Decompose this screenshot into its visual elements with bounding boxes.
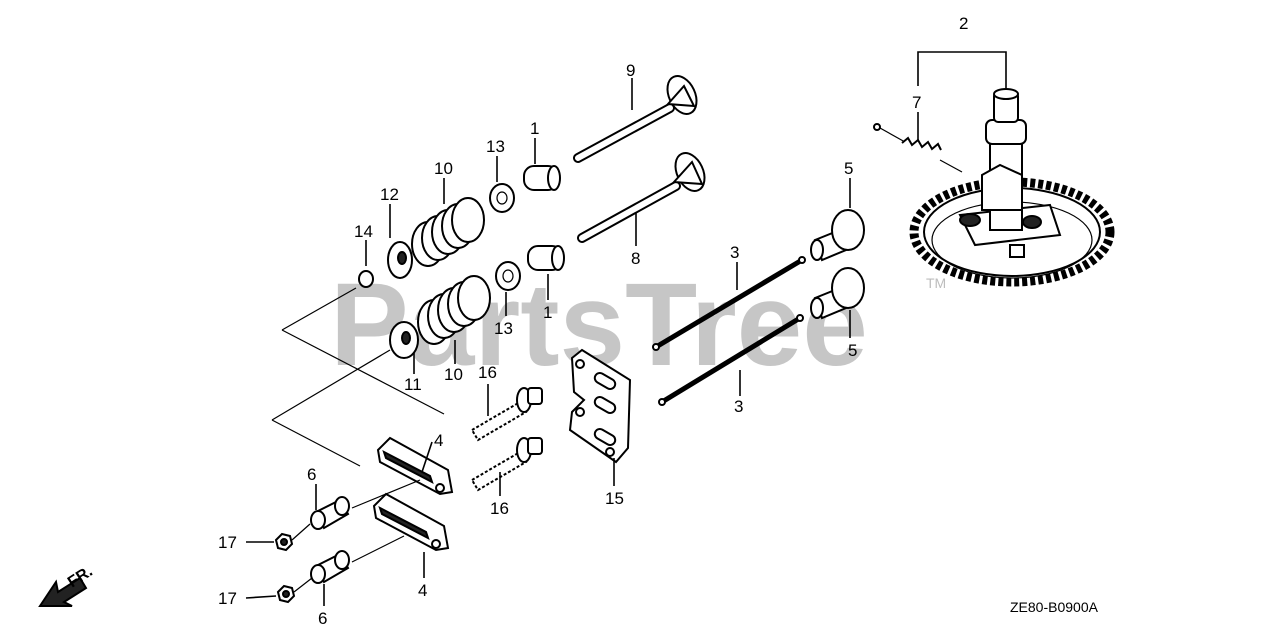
tappet-upper[interactable] [810,209,865,262]
callout-5-lower[interactable]: 5 [848,341,857,360]
pivot-nut-upper[interactable] [274,532,294,552]
leader-4a [421,441,433,473]
callout-5-upper[interactable]: 5 [844,159,853,178]
rocker-plate[interactable] [568,348,632,464]
guide-line-lower [351,535,405,563]
callout-16-upper[interactable]: 16 [478,363,497,382]
collar-upper[interactable] [489,183,515,213]
camshaft[interactable] [981,88,1027,231]
decompressor-spring[interactable] [873,123,963,173]
rocker-arm-lower[interactable] [372,492,450,552]
callout-7[interactable]: 7 [912,93,921,112]
valve-spring-retainer[interactable] [387,241,413,279]
callout-bracket-2 [917,51,1007,88]
callout-1-lower[interactable]: 1 [543,303,552,322]
valve-spring-upper[interactable] [411,197,485,267]
tappet-lower[interactable] [810,267,865,320]
callout-13-lower[interactable]: 13 [494,319,513,338]
callout-3-lower[interactable]: 3 [734,397,743,416]
guide-line-nut-lower [293,577,313,593]
rocker-pivot-lower[interactable] [310,550,350,584]
push-rod-upper[interactable] [652,256,806,351]
callout-12[interactable]: 12 [380,185,399,204]
intake-valve[interactable] [573,71,702,163]
callout-17-lower[interactable]: 17 [218,589,237,608]
exhaust-valve[interactable] [577,148,710,243]
callout-11[interactable]: 11 [404,375,422,394]
valve-spring-lower[interactable] [417,275,491,345]
callout-6-upper[interactable]: 6 [307,465,316,484]
watermark-trademark: TM [926,275,946,291]
callout-10-upper[interactable]: 10 [434,159,453,178]
reference-lines [271,287,445,467]
pivot-bolt-lower[interactable] [470,437,543,492]
callout-3-upper[interactable]: 3 [730,243,739,262]
collar-lower[interactable] [495,261,521,291]
valve-cap[interactable] [358,270,374,288]
callout-15[interactable]: 15 [605,489,624,508]
callout-1-upper[interactable]: 1 [530,119,539,138]
callout-4-lower[interactable]: 4 [418,581,427,600]
callout-4-upper[interactable]: 4 [434,431,443,450]
callout-9[interactable]: 9 [626,61,635,80]
pivot-bolt-upper[interactable] [470,387,543,442]
callout-8[interactable]: 8 [631,249,640,268]
callout-13-upper[interactable]: 13 [486,137,505,156]
valve-stem-seal-upper[interactable] [523,165,561,191]
callout-14[interactable]: 14 [354,222,373,241]
callout-16-lower[interactable]: 16 [490,499,509,518]
callout-2[interactable]: 2 [959,14,968,33]
pivot-nut-lower[interactable] [276,584,296,604]
callout-6-lower[interactable]: 6 [318,609,327,628]
callout-17-upper[interactable]: 17 [218,533,237,552]
guide-line-upper [351,479,421,509]
guide-line-nut-upper [291,523,311,541]
valve-stem-seal-lower[interactable] [527,245,565,271]
leader-17b [245,595,277,599]
diagram-code: ZE80-B0900A [1010,599,1099,615]
rocker-arm-upper[interactable] [376,436,454,496]
callout-10-lower[interactable]: 10 [444,365,463,384]
rocker-pivot-upper[interactable] [310,496,350,530]
push-rod-lower[interactable] [658,314,804,406]
valve-spring-washer[interactable] [389,321,419,359]
front-direction-arrow-icon [38,576,88,607]
